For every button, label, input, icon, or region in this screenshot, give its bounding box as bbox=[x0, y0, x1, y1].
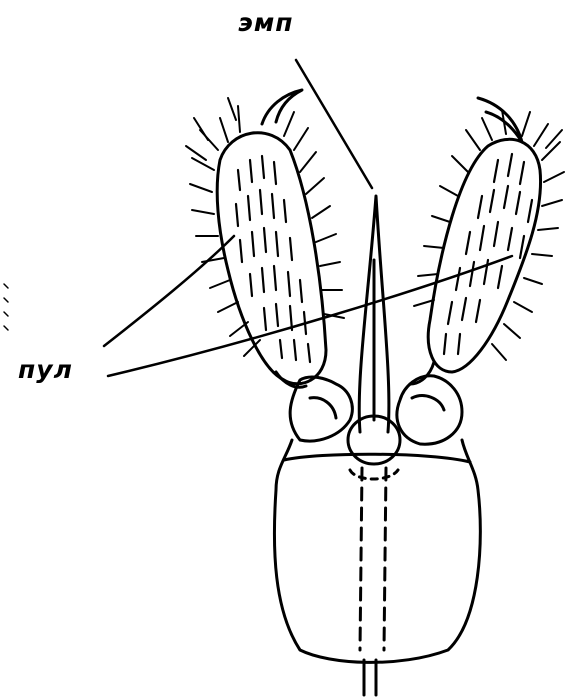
right-pulvillus-bristles bbox=[414, 110, 564, 360]
left-pulvillus bbox=[217, 133, 326, 384]
right-claw-base-inner bbox=[412, 396, 444, 410]
pul-leader-line-left bbox=[104, 236, 234, 346]
empodium-label: эмп bbox=[238, 8, 294, 37]
inner-tube-left bbox=[360, 468, 362, 650]
central-knob bbox=[348, 416, 400, 464]
right-pulvillus-hatching bbox=[444, 154, 532, 354]
tarsal-segment bbox=[274, 440, 480, 662]
inner-tube-cap bbox=[350, 470, 398, 479]
right-claw-base bbox=[397, 376, 462, 444]
inner-tube-right bbox=[384, 468, 386, 650]
pulvilli-label: пул bbox=[18, 355, 73, 384]
segment-top-edge bbox=[284, 454, 470, 462]
left-claw bbox=[262, 90, 302, 124]
emp-leader-line bbox=[296, 60, 372, 188]
left-claw-base-inner bbox=[310, 398, 336, 418]
edge-marks bbox=[4, 284, 8, 330]
right-claw bbox=[478, 98, 522, 142]
